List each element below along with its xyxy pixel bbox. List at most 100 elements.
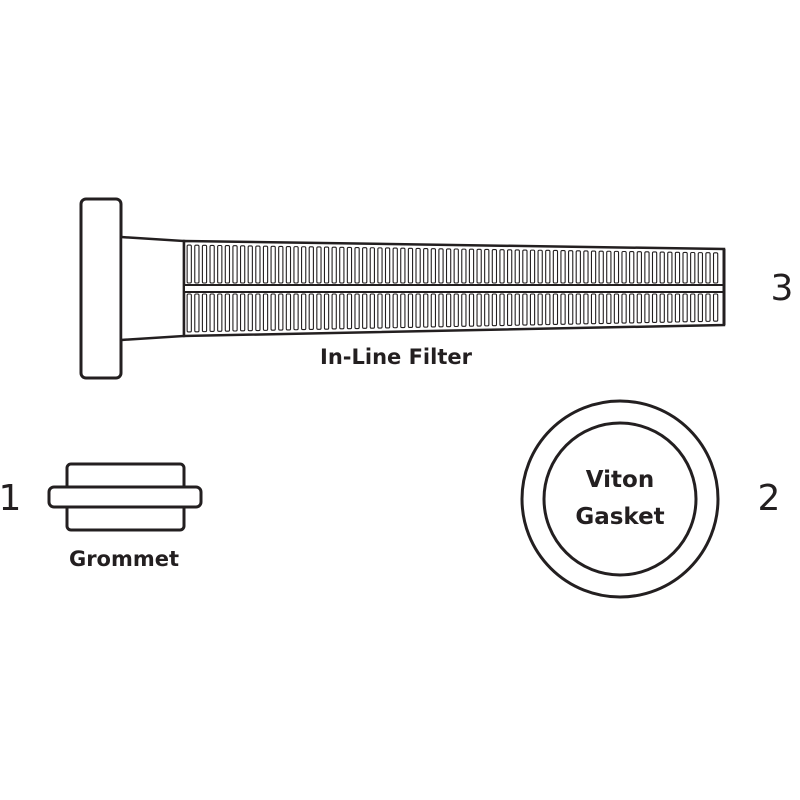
- mesh-fin-lower: [301, 293, 307, 331]
- mesh-fin-upper: [430, 248, 437, 284]
- mesh-fin-lower: [354, 293, 360, 330]
- mesh-fin-upper: [255, 245, 261, 284]
- mesh-fin-lower: [575, 293, 581, 325]
- filter-cap: [79, 197, 123, 380]
- mesh-fin-lower: [377, 293, 383, 329]
- mesh-fin-upper: [400, 247, 406, 284]
- mesh-fin-lower: [682, 293, 688, 323]
- mesh-fin-lower: [545, 293, 551, 326]
- mesh-fin-upper: [583, 250, 589, 284]
- mesh-fin-upper: [186, 244, 192, 284]
- mesh-fin-upper: [278, 245, 284, 284]
- mesh-fin-lower: [201, 293, 208, 333]
- inline-filter-label: In-Line Filter: [320, 345, 473, 369]
- mesh-fin-lower: [636, 293, 642, 324]
- mesh-fin-upper: [697, 252, 704, 284]
- mesh-fin-lower: [476, 293, 482, 327]
- mesh-fin-lower: [384, 293, 391, 329]
- mesh-fin-upper: [407, 247, 414, 284]
- mesh-fin-upper: [369, 247, 375, 284]
- mesh-fin-upper: [362, 247, 368, 284]
- mesh-fin-upper: [217, 244, 223, 284]
- mesh-fin-upper: [667, 251, 673, 284]
- mesh-fin-upper: [445, 248, 452, 284]
- mesh-fin-upper: [712, 252, 719, 284]
- mesh-fin-upper: [529, 249, 536, 284]
- mesh-fin-upper: [705, 252, 711, 284]
- mesh-fin-lower: [239, 293, 246, 332]
- mesh-fin-upper: [491, 249, 498, 284]
- mesh-fin-lower: [278, 293, 284, 331]
- grommet: [47, 462, 203, 532]
- mesh-fin-lower: [217, 293, 223, 332]
- mesh-fin-upper: [476, 248, 482, 284]
- mesh-fin-lower: [537, 293, 543, 326]
- mesh-fin-lower: [560, 293, 566, 325]
- mesh-fin-upper: [415, 247, 421, 284]
- mesh-fin-lower: [331, 293, 337, 330]
- mesh-fin-upper: [674, 251, 681, 284]
- mesh-fin-upper: [301, 246, 307, 284]
- mesh-fin-lower: [659, 293, 665, 323]
- filter-mesh-fins: [186, 244, 719, 333]
- mesh-fin-upper: [499, 249, 505, 284]
- mesh-fin-upper: [392, 247, 398, 284]
- mesh-fin-lower: [629, 293, 635, 324]
- mesh-fin-upper: [636, 251, 642, 284]
- mesh-fin-lower: [491, 293, 498, 327]
- mesh-fin-upper: [339, 246, 345, 284]
- mesh-fin-upper: [598, 250, 604, 284]
- mesh-fin-upper: [568, 250, 574, 284]
- mesh-fin-lower: [644, 293, 650, 324]
- mesh-fin-lower: [316, 293, 322, 330]
- mesh-fin-lower: [323, 293, 330, 330]
- mesh-fin-upper: [514, 249, 520, 284]
- mesh-fin-lower: [262, 293, 269, 331]
- mesh-fin-lower: [590, 293, 597, 325]
- mesh-fin-upper: [201, 244, 208, 284]
- mesh-fin-upper: [354, 246, 360, 284]
- mesh-fin-lower: [308, 293, 314, 331]
- gasket-inner-ring: [542, 421, 698, 577]
- mesh-fin-upper: [644, 251, 650, 284]
- part-number-2: 2: [758, 478, 781, 519]
- mesh-fin-lower: [697, 293, 704, 323]
- mesh-fin-upper: [270, 245, 276, 284]
- viton-gasket: [520, 399, 720, 599]
- mesh-fin-upper: [262, 245, 269, 284]
- gasket-label-line1: Viton: [586, 467, 654, 493]
- mesh-fin-lower: [499, 293, 505, 327]
- mesh-fin-upper: [377, 247, 383, 284]
- mesh-fin-lower: [514, 293, 520, 326]
- mesh-fin-upper: [629, 251, 635, 284]
- mesh-fin-lower: [423, 293, 429, 328]
- gasket-label-line2: Gasket: [575, 504, 664, 530]
- mesh-fin-lower: [415, 293, 421, 328]
- mesh-fin-upper: [316, 246, 322, 284]
- mesh-fin-lower: [194, 293, 200, 333]
- mesh-fin-lower: [690, 293, 696, 323]
- mesh-fin-upper: [308, 246, 314, 284]
- mesh-fin-upper: [224, 245, 231, 284]
- mesh-fin-upper: [468, 248, 475, 284]
- mesh-fin-upper: [285, 245, 292, 284]
- mesh-fin-upper: [384, 247, 391, 284]
- mesh-fin-upper: [461, 248, 467, 284]
- mesh-fin-lower: [705, 293, 711, 322]
- mesh-fin-upper: [537, 249, 543, 284]
- mesh-fin-lower: [232, 293, 238, 332]
- mesh-fin-upper: [247, 245, 253, 284]
- mesh-fin-lower: [224, 293, 231, 332]
- mesh-fin-upper: [331, 246, 337, 284]
- mesh-fin-lower: [506, 293, 513, 326]
- mesh-fin-upper: [194, 244, 200, 284]
- mesh-fin-lower: [392, 293, 398, 329]
- mesh-fin-upper: [690, 251, 696, 284]
- mesh-fin-upper: [346, 246, 353, 284]
- mesh-fin-lower: [400, 293, 406, 329]
- mesh-fin-lower: [529, 293, 536, 326]
- mesh-fin-lower: [621, 293, 627, 324]
- mesh-fin-lower: [362, 293, 368, 329]
- mesh-fin-upper: [438, 248, 444, 284]
